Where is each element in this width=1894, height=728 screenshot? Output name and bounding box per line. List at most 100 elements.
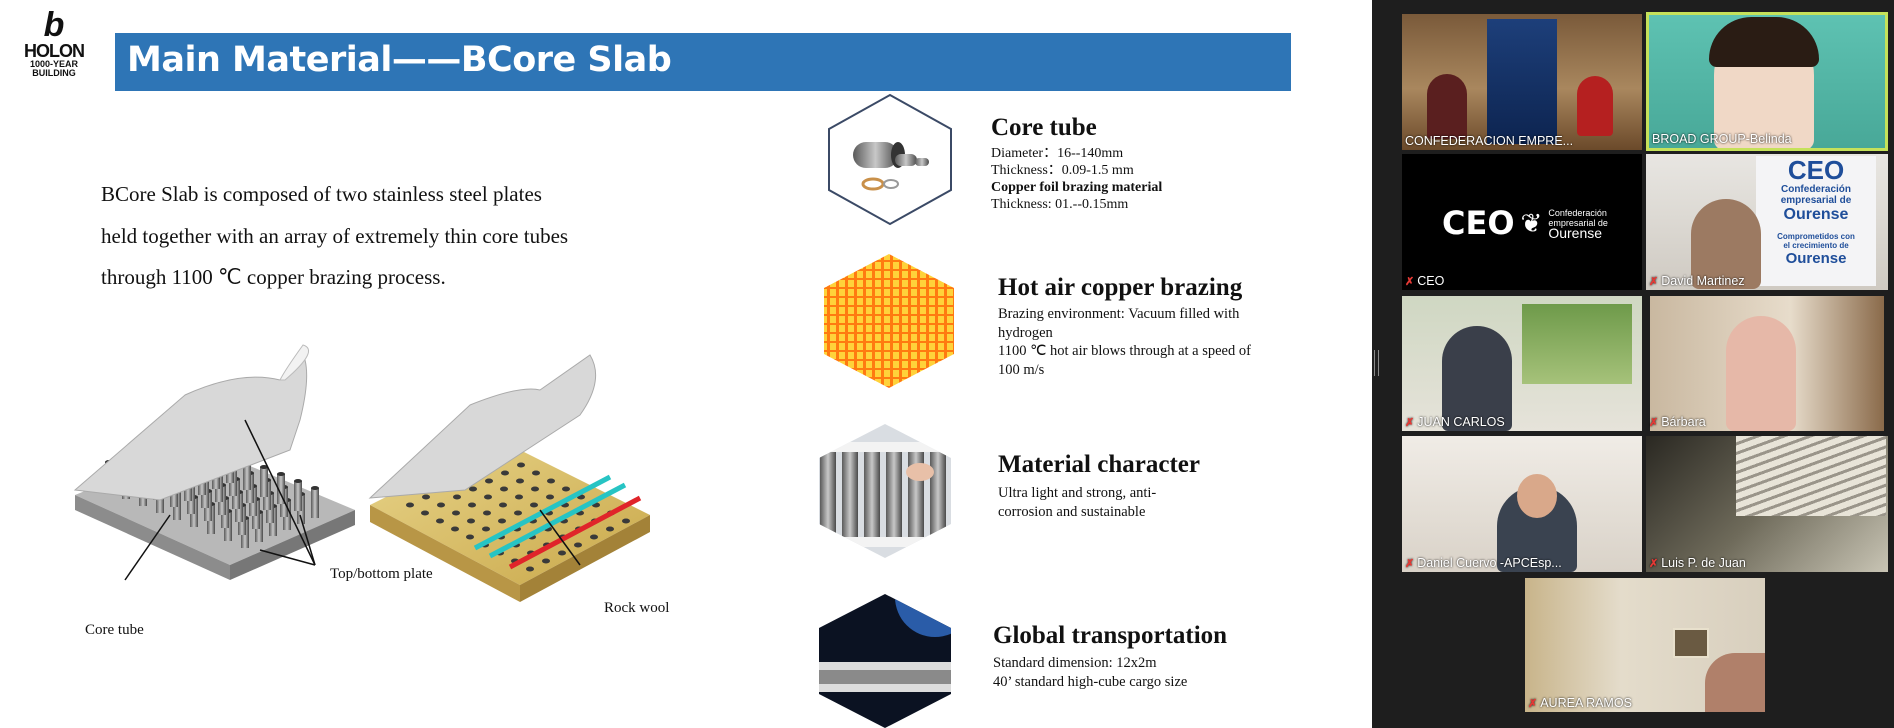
feature-title: Global transportation (993, 622, 1228, 649)
tube-hole (526, 566, 534, 572)
rock-wool-slab-illustration (368, 354, 650, 602)
slide-title-bar: Main Material——BCore Slab (115, 33, 1291, 91)
top-bottom-plate-label: Top/bottom plate (330, 566, 433, 582)
ceo-logo-sub-line: Confederación (1548, 208, 1607, 218)
ceo-logo-sub: Confederación empresarial de Ourense (1548, 208, 1608, 241)
feature-description: Standard dimension: 12x2m 40’ standard h… (993, 654, 1187, 691)
feature-line: 100 m/s (998, 361, 1045, 378)
participant-name-text: David Martinez (1661, 274, 1745, 288)
holon-logo: b HOLON 1000-YEAR BUILDING (22, 8, 86, 88)
ceo-banner: CEO Confederación empresarial de Ourense… (1756, 156, 1876, 286)
participant-tile[interactable]: ✗Bárbara (1646, 296, 1888, 431)
participant-name-text: AUREA RAMOS (1540, 696, 1632, 710)
banner-text: Comprometidos con (1777, 232, 1855, 241)
feature-line: Thickness: 01.--0.15mm (991, 197, 1129, 212)
banner-text: el crecimiento de (1783, 241, 1849, 250)
tube-hole (451, 526, 459, 532)
tube-hole (562, 486, 570, 492)
window-blinds (1736, 436, 1886, 516)
tube-hole (622, 518, 630, 524)
core-tube-cylinder (260, 467, 268, 497)
video-background (1487, 19, 1557, 144)
muted-mic-icon: ✗ (1405, 557, 1415, 570)
material-character-image (819, 424, 951, 558)
wall-picture (1673, 628, 1709, 658)
tube-hole (590, 534, 598, 540)
feature-line: 1100 ℃ hot air blows through at a speed … (998, 343, 1251, 359)
core-tube-cylinder (243, 460, 251, 490)
tube-hole (574, 542, 582, 548)
holon-logo-symbol: b (43, 6, 65, 44)
banner-text: empresarial de (1780, 195, 1852, 206)
participant-tile[interactable]: ✗Daniel Cuervo -APCEsp... (1402, 436, 1642, 572)
holon-logo-tagline-1: 1000-YEAR (29, 59, 79, 69)
participant-name-text: Daniel Cuervo -APCEsp... (1417, 556, 1562, 570)
core-slab-illustration (73, 344, 355, 580)
participant-tile[interactable]: CEO Confederación empresarial de Ourense… (1646, 154, 1888, 290)
core-tube-opening (260, 465, 268, 469)
diagram-pointer-lines (124, 419, 581, 581)
participant-tile[interactable]: ✗JUAN CARLOS (1402, 296, 1642, 431)
tube-hole (437, 502, 445, 508)
tube-hole (482, 526, 490, 532)
participant-tile[interactable]: ✗AUREA RAMOS (1525, 578, 1765, 712)
feature-line: Brazing environment: Vacuum filled with (998, 306, 1240, 322)
tube-hole (483, 510, 491, 516)
participant-tile[interactable]: ✗Luis P. de Juan (1646, 436, 1888, 572)
window-view (1522, 304, 1632, 384)
ceo-logo-sub-line: Ourense (1548, 225, 1603, 241)
participant-tile[interactable]: CEO ❦ Confederación empresarial de Ouren… (1402, 154, 1642, 290)
person-head (1517, 474, 1557, 518)
core-tube-image (828, 93, 952, 226)
core-tube-cylinder (294, 481, 302, 511)
tube-hole (498, 518, 506, 524)
tube-hole (499, 502, 507, 508)
tube-hole (467, 518, 475, 524)
feature-title: Material character (998, 451, 1200, 478)
feature-line: Standard dimension: 12x2m (993, 655, 1157, 671)
core-tube-cylinder (277, 474, 285, 504)
participants-gallery-panel: CONFEDERACION EMPRE... BROAD GROUP-Belin… (1372, 0, 1894, 728)
feature-line: Thickness：0.09-1.5 mm (991, 163, 1134, 178)
participant-name-text: Luis P. de Juan (1661, 556, 1746, 570)
person-silhouette (1427, 74, 1467, 139)
tube-hole (436, 518, 444, 524)
ceo-logo-sub-line: empresarial de (1548, 218, 1608, 228)
tube-hole (546, 494, 554, 500)
feature-description: Brazing environment: Vacuum filled with … (998, 305, 1251, 379)
person-silhouette (1442, 326, 1512, 431)
tube-hole (500, 486, 508, 492)
tube-hole (531, 486, 539, 492)
muted-mic-icon: ✗ (1649, 416, 1659, 429)
tube-hole (406, 502, 414, 508)
participant-name-text: JUAN CARLOS (1417, 415, 1505, 429)
feature-line: hydrogen (998, 324, 1053, 341)
tube-hole (452, 510, 460, 516)
participant-name-text: CONFEDERACION EMPRE... (1405, 134, 1574, 148)
feature-line: 40’ standard high-cube cargo size (993, 673, 1188, 690)
participant-name: BROAD GROUP-Belinda (1652, 132, 1792, 146)
ceo-logo: CEO ❦ Confederación empresarial de Ouren… (1442, 204, 1608, 242)
tube-hole (484, 494, 492, 500)
tube-hole (469, 486, 477, 492)
participant-tile[interactable]: CONFEDERACION EMPRE... (1402, 14, 1642, 150)
tube-hole (421, 510, 429, 516)
tube-hole (422, 494, 430, 500)
person-silhouette (1726, 316, 1796, 431)
core-tube-cylinder (311, 488, 319, 518)
rock-wool-label: Rock wool (604, 600, 670, 616)
tube-hole (453, 494, 461, 500)
banner-text: Ourense (1783, 206, 1849, 223)
global-transportation-image (819, 594, 951, 728)
tube-hole (514, 510, 522, 516)
tube-hole (547, 478, 555, 484)
ceo-logo-text: CEO (1442, 204, 1515, 242)
muted-mic-icon: ✗ (1528, 697, 1538, 710)
tube-hole (558, 550, 566, 556)
intro-paragraph: BCore Slab is composed of two stainless … (101, 182, 569, 289)
tube-hole (515, 494, 523, 500)
participant-tile-active[interactable]: BROAD GROUP-Belinda (1646, 12, 1888, 151)
panel-resize-handle[interactable] (1374, 350, 1379, 376)
hair (1709, 17, 1819, 67)
core-tube-opening (294, 479, 302, 483)
